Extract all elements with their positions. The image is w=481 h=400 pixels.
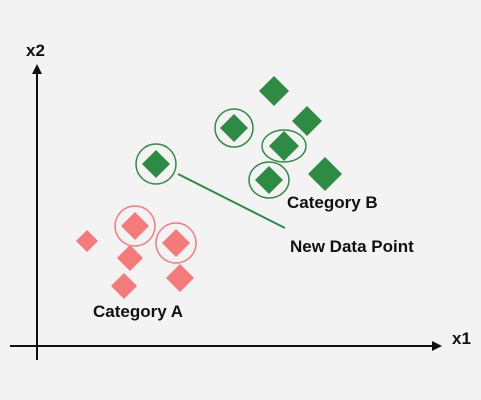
category-a-neighbor-ring [114, 205, 156, 247]
new-point-neighbor-ring [135, 143, 177, 185]
category-a-point-1 [76, 230, 98, 252]
new-point-pointer-line [177, 173, 286, 229]
category-a-point-3 [162, 229, 190, 257]
category-a-neighbor-ring [155, 222, 197, 264]
category-b-neighbor-ring [214, 108, 254, 148]
category-b-neighbor-ring [248, 161, 290, 199]
category-b-label: Category B [287, 193, 378, 212]
new-data-point [142, 150, 170, 178]
category-b-point-2 [292, 106, 322, 136]
category-a-point-2 [121, 212, 149, 240]
category-b-point-1 [259, 76, 289, 106]
category-b-point-5 [308, 157, 342, 191]
category-b-point-6 [255, 166, 283, 194]
category-a-point-4 [117, 245, 143, 271]
category-b-point-3 [220, 114, 248, 142]
data-points [76, 76, 342, 299]
category-b-point-4 [269, 131, 299, 161]
category-a-point-6 [111, 273, 137, 299]
x-axis-label: x1 [452, 329, 471, 348]
category-a-label: Category A [93, 302, 183, 321]
category-a-point-5 [166, 264, 194, 292]
new-data-point-label: New Data Point [290, 237, 414, 256]
category-b-neighbor-ring [261, 129, 307, 163]
y-axis-label: x2 [26, 41, 45, 60]
